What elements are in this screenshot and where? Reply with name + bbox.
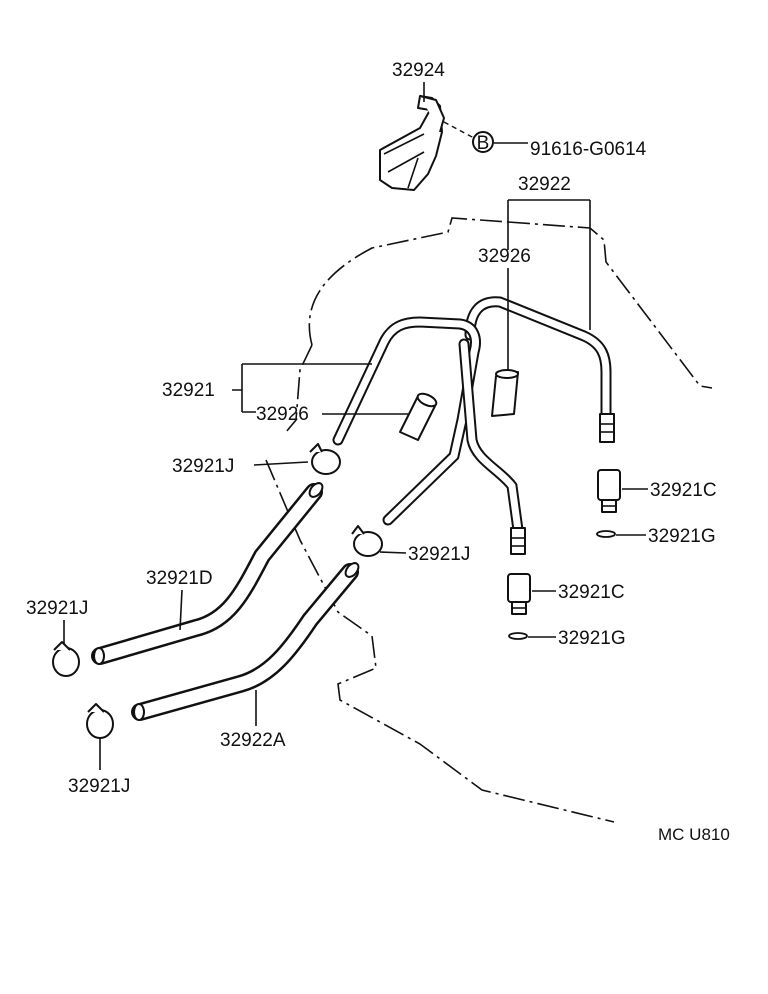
- clamp-3[interactable]: [52, 641, 80, 677]
- protector-lower-label: 32926: [256, 404, 309, 425]
- bolt-b-marker[interactable]: B: [472, 131, 494, 154]
- clamp-leader-1: [253, 461, 309, 466]
- clamp-label-2: 32921J: [408, 544, 470, 565]
- bracket-32924[interactable]: [379, 95, 445, 191]
- pipe-end-fitting-center: [510, 527, 526, 555]
- gasket-label-2: 32921G: [558, 628, 626, 649]
- hose-a-label: 32922A: [220, 730, 286, 751]
- union-label-1: 32921C: [650, 480, 717, 501]
- protector-lower[interactable]: [399, 391, 438, 441]
- gasket-2[interactable]: [508, 632, 528, 640]
- protector-upper-label: 32926: [478, 246, 531, 267]
- union-label-2: 32921C: [558, 582, 625, 603]
- bolt-label: 91616-G0614: [530, 139, 647, 160]
- svg-text:B: B: [477, 133, 490, 154]
- pipe-assy-upper-label: 32922: [518, 174, 571, 195]
- hose-d-leader: [179, 589, 183, 631]
- clamp-4[interactable]: [86, 703, 114, 739]
- union-1[interactable]: [597, 469, 621, 513]
- clamp-2[interactable]: [351, 525, 383, 557]
- pipe-assy-lower-label: 32921: [162, 380, 215, 401]
- clamp-1[interactable]: [309, 443, 341, 475]
- diagram-code: MC U810: [658, 825, 730, 844]
- gasket-1[interactable]: [596, 530, 616, 538]
- clamp-label-3: 32921J: [26, 598, 88, 619]
- pipe-32922[interactable]: [464, 296, 612, 424]
- bracket-label: 32924: [392, 60, 445, 81]
- hose-32922a[interactable]: [131, 561, 361, 721]
- pipe-assy-lower-bracket: [232, 363, 372, 413]
- protector-upper[interactable]: [491, 369, 519, 417]
- clamp-label-4: 32921J: [68, 776, 130, 797]
- union-2[interactable]: [507, 573, 531, 615]
- bolt-dashed-link: [443, 121, 475, 139]
- hose-d-label: 32921D: [146, 568, 213, 589]
- pipe-32921[interactable]: [332, 316, 524, 536]
- hose-32921d[interactable]: [91, 481, 325, 665]
- transmission-case-outline: [265, 217, 713, 823]
- clamp-leader-2: [379, 551, 407, 554]
- pipe-end-fitting-right: [599, 413, 615, 443]
- gasket-label-1: 32921G: [648, 526, 716, 547]
- pipe-assy-upper-bracket: [507, 199, 591, 330]
- clamp-label-1: 32921J: [172, 456, 234, 477]
